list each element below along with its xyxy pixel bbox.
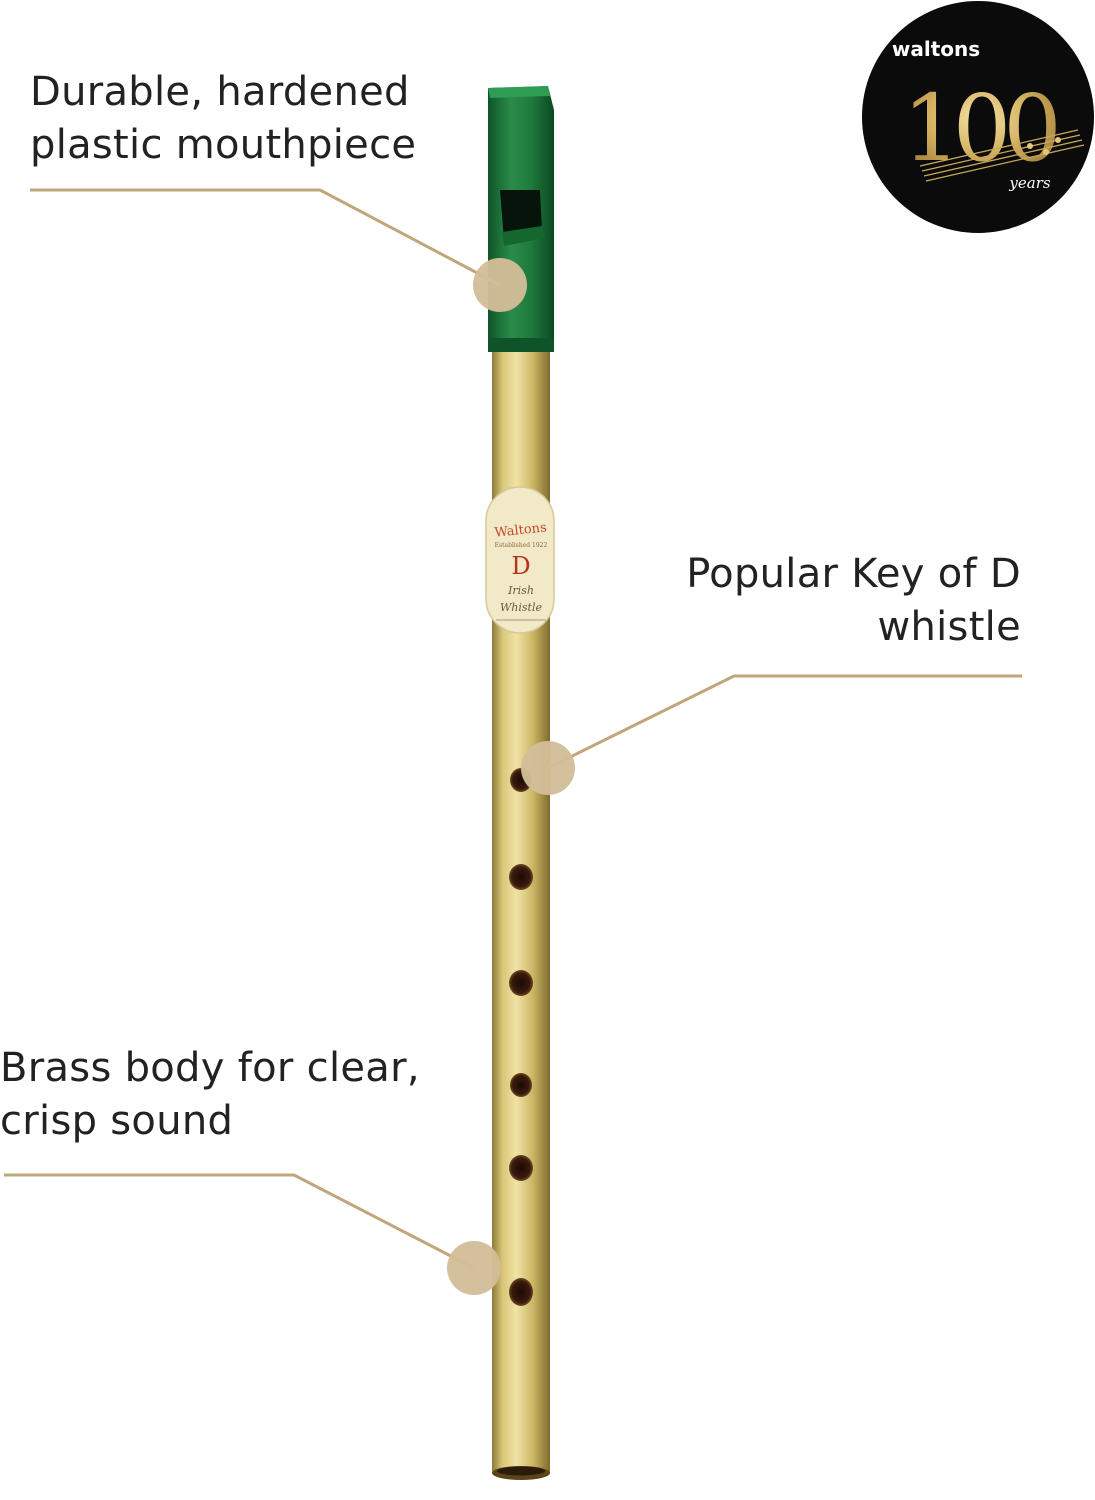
finger-hole [510,1073,532,1097]
callout-mouthpiece: Durable, hardened plastic mouthpiece [30,66,416,172]
callout-markers [447,258,575,1295]
callout-key: Popular Key of D whistle [686,548,1021,654]
sticker-script-line2: Whistle [500,601,542,614]
finger-hole [509,970,533,996]
logo-suffix: years [1008,174,1050,192]
marker-dot-mouthpiece [473,258,527,312]
callout-key-line2: whistle [877,604,1021,650]
finger-holes [509,768,533,1306]
callout-leader-lines [4,188,1022,1270]
finger-hole [509,1155,533,1181]
marker-dot-body [447,1241,501,1295]
sticker-brand: Waltons [494,520,548,540]
callout-body-line1: Brass body for clear, [0,1045,420,1091]
leader-line-mouthpiece [30,188,501,287]
whistle-mouthpiece [488,86,554,352]
callout-key-line1: Popular Key of D [686,551,1021,597]
callout-body-line2: crisp sound [0,1098,234,1144]
callout-body: Brass body for clear, crisp sound [0,1042,420,1148]
whistle-label-sticker: Waltons Established 1922 D Irish Whistle [485,486,555,634]
leader-line-body [4,1173,475,1270]
leader-line-key [547,674,1022,770]
marker-dot-key [521,741,575,795]
sticker-established: Established 1922 [495,542,548,549]
logo-brand: waltons [892,37,980,61]
finger-hole [509,864,533,890]
callout-mouthpiece-line1: Durable, hardened [30,69,410,115]
callout-mouthpiece-line2: plastic mouthpiece [30,122,417,168]
sticker-script-line1: Irish [507,584,534,597]
sticker-key: D [511,552,530,580]
mouthpiece-window [500,190,542,240]
logo-number: 100 [902,75,1056,182]
finger-hole [509,1278,533,1306]
waltons-100-years-logo: waltons 100 years [862,1,1094,233]
